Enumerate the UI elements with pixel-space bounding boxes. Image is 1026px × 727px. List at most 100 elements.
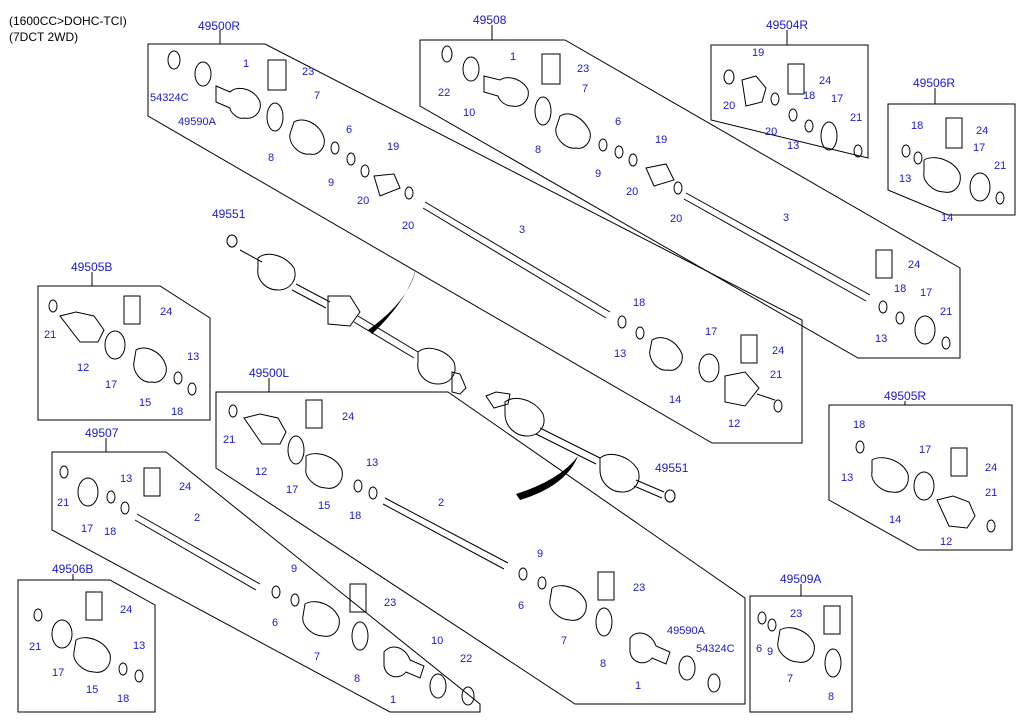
part-17-label[interactable]: 17 bbox=[705, 326, 718, 338]
part-8-label[interactable]: 8 bbox=[828, 691, 835, 703]
part-24-label[interactable]: 24 bbox=[772, 345, 785, 357]
part-12-label[interactable]: 12 bbox=[255, 466, 268, 478]
part-18-label[interactable]: 18 bbox=[894, 283, 907, 295]
part-23-label[interactable]: 23 bbox=[384, 597, 397, 609]
part-21-label[interactable]: 21 bbox=[940, 306, 953, 318]
part-20-label[interactable]: 20 bbox=[402, 220, 415, 232]
part-15-label[interactable]: 15 bbox=[139, 397, 152, 409]
part-2-label[interactable]: 2 bbox=[438, 497, 445, 509]
part-24-label[interactable]: 24 bbox=[160, 306, 173, 318]
part-21-label[interactable]: 21 bbox=[44, 329, 57, 341]
part-9-label[interactable]: 9 bbox=[767, 646, 774, 658]
part-19-label[interactable]: 19 bbox=[752, 47, 765, 59]
part-6-label[interactable]: 6 bbox=[272, 617, 279, 629]
kit-49500L[interactable]: 49500L bbox=[249, 366, 290, 380]
part-10-label[interactable]: 10 bbox=[463, 107, 476, 119]
part-1-label[interactable]: 1 bbox=[635, 680, 642, 692]
part-22-label[interactable]: 22 bbox=[460, 653, 473, 665]
part-24-label[interactable]: 24 bbox=[985, 462, 998, 474]
part-24-label[interactable]: 24 bbox=[120, 604, 133, 616]
part-7-label[interactable]: 7 bbox=[582, 83, 589, 95]
part-24-label[interactable]: 24 bbox=[342, 411, 355, 423]
kit-49500R[interactable]: 49500R bbox=[198, 19, 241, 33]
part-6-label[interactable]: 6 bbox=[615, 116, 622, 128]
part-1-label[interactable]: 1 bbox=[243, 58, 250, 70]
part-7-label[interactable]: 7 bbox=[314, 90, 321, 102]
part-17-label[interactable]: 17 bbox=[920, 287, 933, 299]
part-2-label[interactable]: 2 bbox=[194, 512, 201, 524]
part-17-label[interactable]: 17 bbox=[286, 484, 299, 496]
part-21-label[interactable]: 21 bbox=[994, 160, 1007, 172]
kit-49506B[interactable]: 49506B bbox=[52, 562, 94, 576]
part-18-label[interactable]: 18 bbox=[104, 526, 117, 538]
part-21-label[interactable]: 21 bbox=[850, 112, 863, 124]
kit-49506R[interactable]: 49506R bbox=[913, 76, 956, 90]
part-6-label[interactable]: 6 bbox=[346, 124, 353, 136]
part-22-label[interactable]: 22 bbox=[438, 87, 451, 99]
part-17-label[interactable]: 17 bbox=[81, 523, 94, 535]
part-13-label[interactable]: 13 bbox=[875, 333, 888, 345]
part-13-label[interactable]: 13 bbox=[899, 173, 912, 185]
part-19-label[interactable]: 19 bbox=[655, 134, 668, 146]
part-17-label[interactable]: 17 bbox=[831, 93, 844, 105]
part-7-label[interactable]: 7 bbox=[787, 673, 794, 685]
kit-49505R[interactable]: 49505R bbox=[884, 389, 927, 403]
part-19-label[interactable]: 19 bbox=[387, 141, 400, 153]
part-7-label[interactable]: 7 bbox=[314, 651, 321, 663]
part-15-label[interactable]: 15 bbox=[86, 684, 99, 696]
part-9-label[interactable]: 9 bbox=[595, 168, 602, 180]
part-12-label[interactable]: 12 bbox=[77, 362, 90, 374]
part-18-label[interactable]: 18 bbox=[633, 297, 646, 309]
part-17-label[interactable]: 17 bbox=[105, 379, 118, 391]
part-14-label[interactable]: 14 bbox=[669, 394, 682, 406]
part-6-label[interactable]: 6 bbox=[756, 643, 763, 655]
part-18-label[interactable]: 18 bbox=[349, 510, 362, 522]
part-9-label[interactable]: 9 bbox=[328, 177, 335, 189]
part-24-label[interactable]: 24 bbox=[819, 75, 832, 87]
part-20-label[interactable]: 20 bbox=[670, 213, 683, 225]
part-17-label[interactable]: 17 bbox=[919, 444, 932, 456]
part-23-label[interactable]: 23 bbox=[790, 608, 803, 620]
kit-49509A[interactable]: 49509A bbox=[780, 572, 822, 586]
part-54324C-label[interactable]: 54324C bbox=[150, 92, 189, 104]
part-49590A-label[interactable]: 49590A bbox=[178, 116, 216, 128]
part-15-label[interactable]: 15 bbox=[318, 500, 331, 512]
part-23-label[interactable]: 23 bbox=[633, 582, 646, 594]
part-13-label[interactable]: 13 bbox=[120, 473, 133, 485]
part-3-label[interactable]: 3 bbox=[783, 212, 790, 224]
part-1-label[interactable]: 1 bbox=[510, 51, 517, 63]
part-54324C-label[interactable]: 54324C bbox=[696, 643, 735, 655]
part-17-label[interactable]: 17 bbox=[973, 142, 986, 154]
part-17-label[interactable]: 17 bbox=[52, 667, 65, 679]
part-8-label[interactable]: 8 bbox=[600, 658, 607, 670]
part-18-label[interactable]: 18 bbox=[117, 693, 130, 705]
kit-49551-top[interactable]: 49551 bbox=[212, 207, 246, 221]
part-21-label[interactable]: 21 bbox=[985, 487, 998, 499]
part-7-label[interactable]: 7 bbox=[561, 635, 568, 647]
part-3-label[interactable]: 3 bbox=[519, 224, 526, 236]
part-12-label[interactable]: 12 bbox=[728, 418, 741, 430]
part-1-label[interactable]: 1 bbox=[390, 694, 397, 706]
part-13-label[interactable]: 13 bbox=[187, 351, 200, 363]
part-20-label[interactable]: 20 bbox=[723, 100, 736, 112]
part-10-label[interactable]: 10 bbox=[431, 635, 444, 647]
part-21-label[interactable]: 21 bbox=[57, 497, 70, 509]
part-20-label[interactable]: 20 bbox=[626, 186, 639, 198]
part-24-label[interactable]: 24 bbox=[908, 259, 921, 271]
part-14-label[interactable]: 14 bbox=[889, 514, 902, 526]
part-49590A-label[interactable]: 49590A bbox=[667, 625, 705, 637]
kit-49551-bottom[interactable]: 49551 bbox=[655, 461, 689, 475]
part-18-label[interactable]: 18 bbox=[911, 120, 924, 132]
part-21-label[interactable]: 21 bbox=[770, 369, 783, 381]
kit-49505B[interactable]: 49505B bbox=[71, 260, 113, 274]
part-9-label[interactable]: 9 bbox=[291, 563, 298, 575]
part-9-label[interactable]: 9 bbox=[537, 548, 544, 560]
part-24-label[interactable]: 24 bbox=[976, 125, 989, 137]
part-8-label[interactable]: 8 bbox=[268, 152, 275, 164]
part-18-label[interactable]: 18 bbox=[853, 419, 866, 431]
part-21-label[interactable]: 21 bbox=[29, 641, 42, 653]
part-12-label[interactable]: 12 bbox=[940, 536, 953, 548]
part-13-label[interactable]: 13 bbox=[366, 457, 379, 469]
part-13-label[interactable]: 13 bbox=[841, 472, 854, 484]
kit-49504R[interactable]: 49504R bbox=[766, 18, 809, 32]
